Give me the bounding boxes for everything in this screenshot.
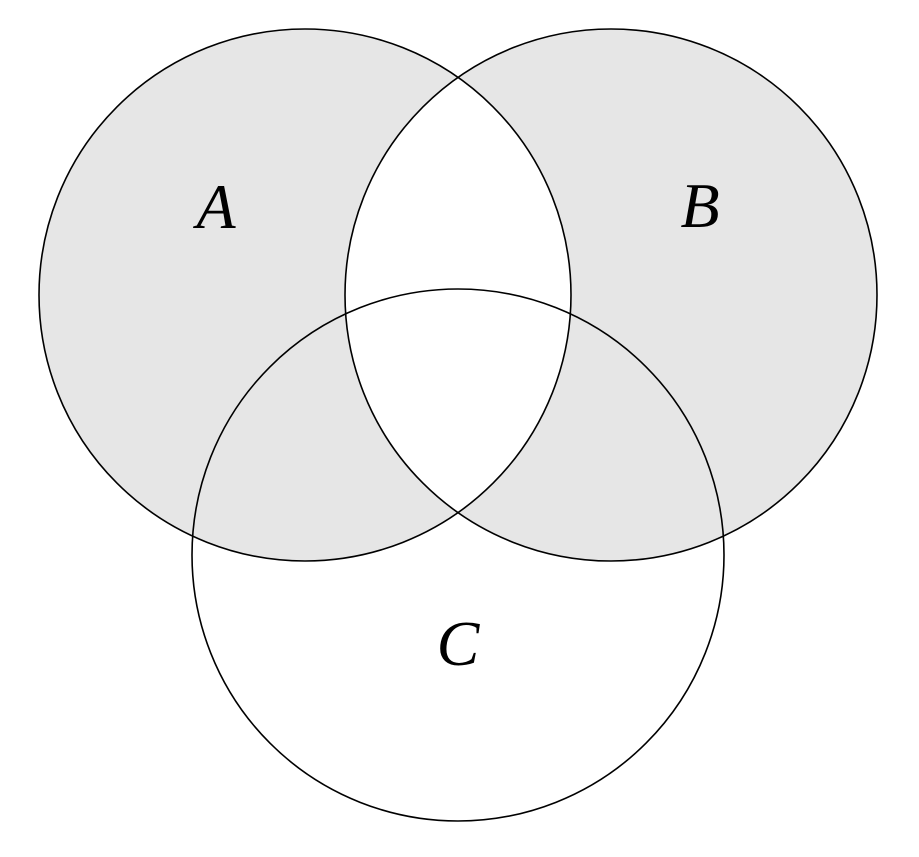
set-label-b: B	[680, 170, 719, 241]
circle-c-outline	[191, 288, 725, 822]
circle-a-outline	[38, 28, 572, 562]
shaded-region-a-xor-b	[39, 29, 877, 561]
set-label-c: C	[437, 608, 481, 679]
set-label-a: A	[192, 171, 236, 242]
circle-b-outline	[344, 28, 878, 562]
